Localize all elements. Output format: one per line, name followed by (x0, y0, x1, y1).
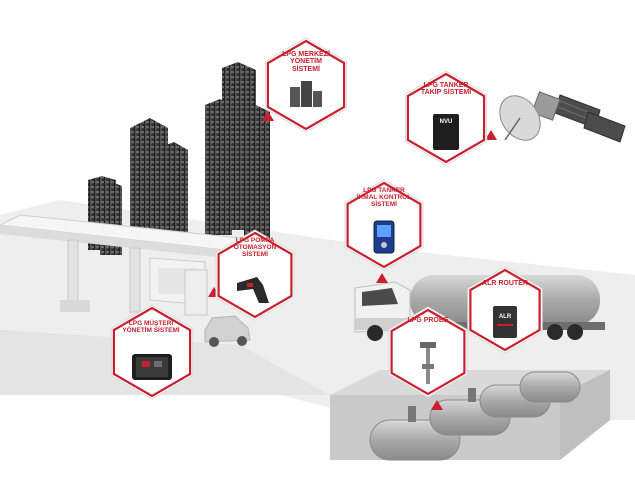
hex-label-tanker-takip: LPG TANKER TAKİP SİSTEMİ (410, 82, 482, 97)
building-icon (290, 81, 322, 107)
hexagon-merkezi (264, 37, 348, 133)
satellite (499, 91, 626, 143)
hex-label-line: LPG PROBE (407, 317, 449, 324)
hex-label-tanker-ikmal: LPG TANKER İKMAL KONTROL SİSTEMİ (348, 187, 420, 208)
hex-label-line: SİSTEMİ (370, 200, 397, 208)
probe-icon (420, 342, 436, 384)
router-device-icon: ALR (493, 306, 517, 338)
hex-label-line: LPG MERKEZİ (282, 51, 330, 58)
hex-label-merkezi: LPG MERKEZİ YÖNETİM SİSTEMİ (270, 51, 342, 73)
hex-label-line: LPG MÜŞTERİ (128, 320, 174, 327)
underground-tanks (330, 370, 610, 461)
tracking-device-icon: NVU (433, 114, 459, 150)
device-label: NVU (440, 119, 453, 125)
hex-label-router: ALR ROUTER (472, 280, 538, 287)
hex-label-probe: LPG PROBE (395, 317, 461, 324)
hex-label-line: YÖNETİM SİSTEMİ (122, 326, 180, 334)
connector-markers (208, 111, 497, 410)
hex-label-line: SİSTEMİ (291, 65, 320, 73)
hexagon-tanker-ikmal (344, 179, 424, 271)
hex-label-musteri: LPG MÜŞTERİ YÖNETİM SİSTEMİ (108, 320, 194, 335)
hex-label-line: LPG POMPA (235, 237, 275, 244)
hex-label-line: LPG TANKER (423, 82, 469, 89)
tablet-icon (132, 354, 172, 380)
fuel-nozzle-icon (237, 277, 269, 303)
skyscraper-group (88, 62, 270, 255)
hex-label-line: İKMAL KONTROL (356, 193, 412, 201)
control-panel-icon (373, 220, 395, 254)
hexagon-pompa (215, 229, 295, 321)
hex-label-line: OTOMASYON (233, 243, 277, 251)
hexagon-router: ALR (467, 266, 543, 354)
hex-label-pompa: LPG POMPA OTOMASYON SİSTEMİ (222, 237, 288, 258)
hexagon-callouts: NVU ALR (110, 37, 543, 400)
hex-label-line: SİSTEMİ (241, 250, 268, 258)
hexagon-musteri (110, 304, 194, 400)
hex-label-line: LPG TANKER (363, 187, 405, 194)
device-label: ALR (499, 314, 512, 320)
hexagon-probe (388, 306, 468, 398)
hex-label-line: TAKİP SİSTEMİ (420, 89, 472, 97)
hexagon-tanker-takip: NVU (404, 70, 488, 166)
gas-station (0, 214, 251, 347)
hex-label-line: YÖNETİM (290, 58, 322, 66)
hex-label-line: ALR ROUTER (482, 280, 528, 287)
